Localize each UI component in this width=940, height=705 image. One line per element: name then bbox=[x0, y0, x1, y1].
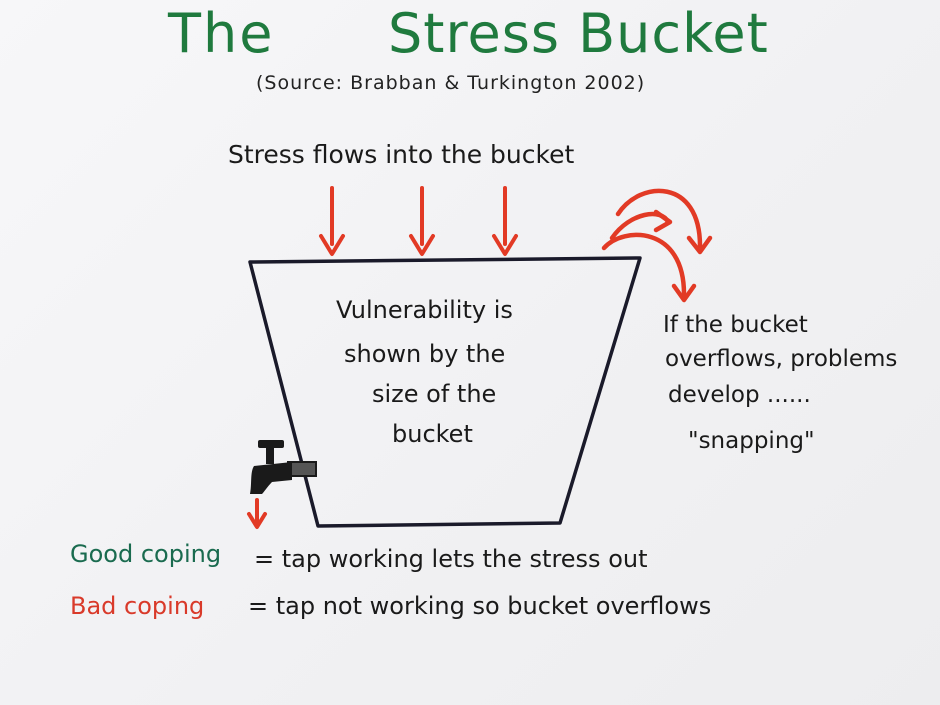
arrow-down-icon bbox=[247, 498, 267, 529]
bucket-text-line-1: Vulnerability is bbox=[336, 296, 513, 324]
bucket-text-line-4: bucket bbox=[392, 420, 473, 448]
overflow-note-line-2: overflows, problems bbox=[665, 346, 898, 372]
bad-coping-label: Bad coping bbox=[70, 592, 205, 620]
source-citation: (Source: Brabban & Turkington 2002) bbox=[256, 72, 646, 94]
overflow-note-line-3: develop ...... bbox=[668, 382, 811, 408]
bucket-text-line-2: shown by the bbox=[344, 340, 506, 368]
stress-arrow-3 bbox=[492, 186, 518, 256]
bad-coping-text: = tap not working so bucket overflows bbox=[248, 592, 712, 620]
overflow-arrow-icon bbox=[601, 188, 713, 303]
title-the: The bbox=[168, 2, 275, 65]
title-stress-bucket: Stress Bucket bbox=[388, 2, 769, 65]
stress-arrow-2 bbox=[409, 186, 435, 256]
bucket-outline bbox=[248, 256, 642, 528]
good-coping-label: Good coping bbox=[70, 540, 222, 568]
good-coping-text: = tap working lets the stress out bbox=[254, 545, 648, 573]
bucket-text-line-3: size of the bbox=[372, 380, 497, 408]
overflow-note-line-1: If the bucket bbox=[663, 312, 808, 338]
overflow-note-line-4: "snapping" bbox=[688, 428, 815, 454]
tap-icon bbox=[250, 440, 317, 494]
stress-flows-label: Stress flows into the bucket bbox=[228, 140, 575, 169]
stress-arrow-1 bbox=[319, 186, 345, 256]
